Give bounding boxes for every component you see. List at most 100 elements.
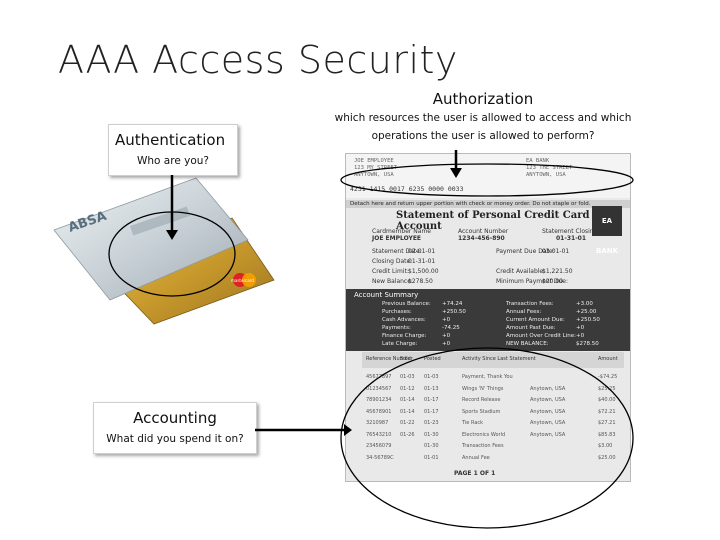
transaction-cell: $40.00 (598, 397, 616, 403)
summary-cell: Payments: (382, 325, 411, 331)
accounting-box: Accounting What did you spend it on? (93, 402, 257, 454)
summary-cell: Annual Fees: (506, 309, 542, 315)
transaction-cell: $25.00 (598, 454, 616, 461)
authorization-line-1: which resources the user is allowed to a… (334, 112, 632, 124)
transaction-cell: 76543210 (366, 431, 392, 438)
summary-cell: Amount Past Due: (506, 325, 556, 331)
cardmember-name: JOE EMPLOYEE (372, 235, 422, 242)
transaction-cell: Tie Rack (462, 420, 484, 426)
info-cell: Closing Date: (372, 258, 413, 265)
summary-cell: NEW BALANCE: (506, 341, 549, 347)
transaction-cell: 45677897 (366, 374, 392, 380)
transaction-cell: 01-22 (400, 420, 415, 426)
transaction-cell: 3210987 (366, 420, 389, 426)
info-cell: 01-31-01 (408, 258, 436, 265)
summary-cell: $278.50 (576, 341, 599, 347)
transaction-cell: Wings 'N' Things (462, 385, 504, 392)
transaction-cell: Record Release (462, 397, 501, 403)
summary-cell: +0 (442, 317, 451, 323)
transaction-cell: $85.83 (598, 431, 616, 438)
summary-cell: +0 (442, 333, 451, 339)
closing-date: 01-31-01 (556, 235, 587, 242)
info-cell: New Balance: (372, 278, 413, 285)
table-row: 01234567 01-12 01-13 Wings 'N' Things Anytow… (362, 384, 624, 395)
summary-cell: Purchases: (382, 309, 412, 315)
credit-card-statement: JOE EMPLOYEE 123 MY STREET ANYTOWN, USA … (345, 153, 631, 482)
transaction-cell: $72.21 (598, 408, 616, 415)
page-indicator: PAGE 1 OF 1 (454, 470, 496, 477)
info-cell: Credit Limit: (372, 268, 409, 275)
transaction-cell: $27.21 (598, 420, 616, 426)
slide-title: AAA Access Security (58, 38, 458, 82)
closing-label: Statement Closing Date (542, 228, 614, 235)
info-cell: $20.00 (542, 278, 563, 285)
summary-cell: Transaction Fees: (506, 301, 554, 307)
transaction-cell: 01-03 (400, 374, 415, 380)
summary-cell: +0 (442, 341, 451, 347)
summary-cell: Finance Charge: (382, 333, 427, 339)
transactions-header-cell: Sold (400, 356, 411, 362)
transaction-cell: Annual Fee (462, 454, 490, 461)
cardmember-label: Cardmember Name (372, 228, 431, 235)
info-cell: $278.50 (408, 278, 433, 285)
authentication-heading: Authentication (115, 131, 226, 149)
transaction-cell: Anytown, USA (530, 420, 566, 426)
transactions-header-cell: Amount (598, 356, 618, 362)
info-cell: $1,221.50 (542, 268, 573, 275)
table-row: 3210987 01-22 01-23 Tie Rack Anytown, USA $27… (362, 418, 624, 429)
summary-cell: Amount Over Credit Line: (506, 333, 576, 339)
statement-address-area: JOE EMPLOYEE 123 MY STREET ANYTOWN, USA … (346, 154, 630, 198)
accounting-heading: Accounting (133, 409, 217, 427)
summary-cell: +0 (576, 333, 585, 339)
transaction-cell: 01-30 (424, 431, 439, 438)
bank-logo: EA BANK (592, 206, 622, 255)
transaction-cell: 01-13 (424, 385, 439, 392)
transaction-cell: 01-14 (400, 408, 415, 415)
transaction-cell: 45678901 (366, 408, 392, 415)
info-cell: 02-01-01 (408, 248, 436, 255)
transaction-cell: Sports Stadium (462, 408, 501, 415)
summary-cell: +250.50 (576, 317, 600, 323)
transaction-cell: 01-12 (400, 385, 415, 392)
summary-title: Account Summary (354, 291, 419, 299)
authorization-label: Authorization which resources the user i… (326, 86, 640, 148)
account-label: Account Number (458, 228, 509, 235)
summary-cell: Previous Balance: (382, 301, 431, 307)
info-cell: $1,500.00 (408, 268, 439, 275)
detach-band: Detach here and return upper portion wit… (346, 200, 630, 208)
authentication-box: Authentication Who are you? (108, 124, 238, 176)
summary-cell: +0 (576, 325, 585, 331)
summary-cell: +250.50 (442, 309, 466, 315)
transaction-cell: 01-26 (400, 431, 415, 438)
transaction-cell: Anytown, USA (530, 408, 566, 415)
transaction-cell: 01-03 (424, 374, 439, 380)
transactions-header-cell: Posted (424, 356, 441, 362)
accounting-question: What did you spend it on? (106, 433, 244, 445)
transaction-cell: 34-56789C (366, 454, 394, 461)
transactions-header-cell: Activity Since Last Statement (462, 356, 536, 362)
transaction-cell: Payment, Thank You (462, 374, 513, 380)
info-cell: Statement Date: (372, 248, 422, 255)
authorization-heading: Authorization (432, 90, 534, 108)
transaction-cell: 23456079 (366, 443, 392, 449)
transaction-cell: 01-14 (400, 397, 415, 403)
transaction-cell: Transaction Fees (462, 443, 504, 449)
statement-title: Statement of Personal Credit Card Accoun… (396, 210, 590, 232)
transaction-cell: 01-17 (424, 408, 439, 415)
authorization-line-2: operations the user is allowed to perfor… (371, 130, 595, 142)
info-cell: Payment Due Date: (496, 248, 555, 255)
account-line: 4231 1415 0017 6235 0000 0033 (350, 185, 464, 193)
transaction-cell: Anytown, USA (530, 385, 566, 392)
summary-cell: Late Charge: (382, 341, 418, 347)
account-number: 1234-456-890 (458, 235, 505, 242)
transaction-cell: 01-23 (424, 420, 439, 426)
transaction-cell: Anytown, USA (530, 431, 566, 438)
transaction-cell: 01-17 (424, 397, 439, 403)
table-row: 45678901 01-14 01-17 Sports Stadium Anytown,… (362, 407, 624, 418)
transaction-cell: 01234567 (366, 385, 392, 392)
